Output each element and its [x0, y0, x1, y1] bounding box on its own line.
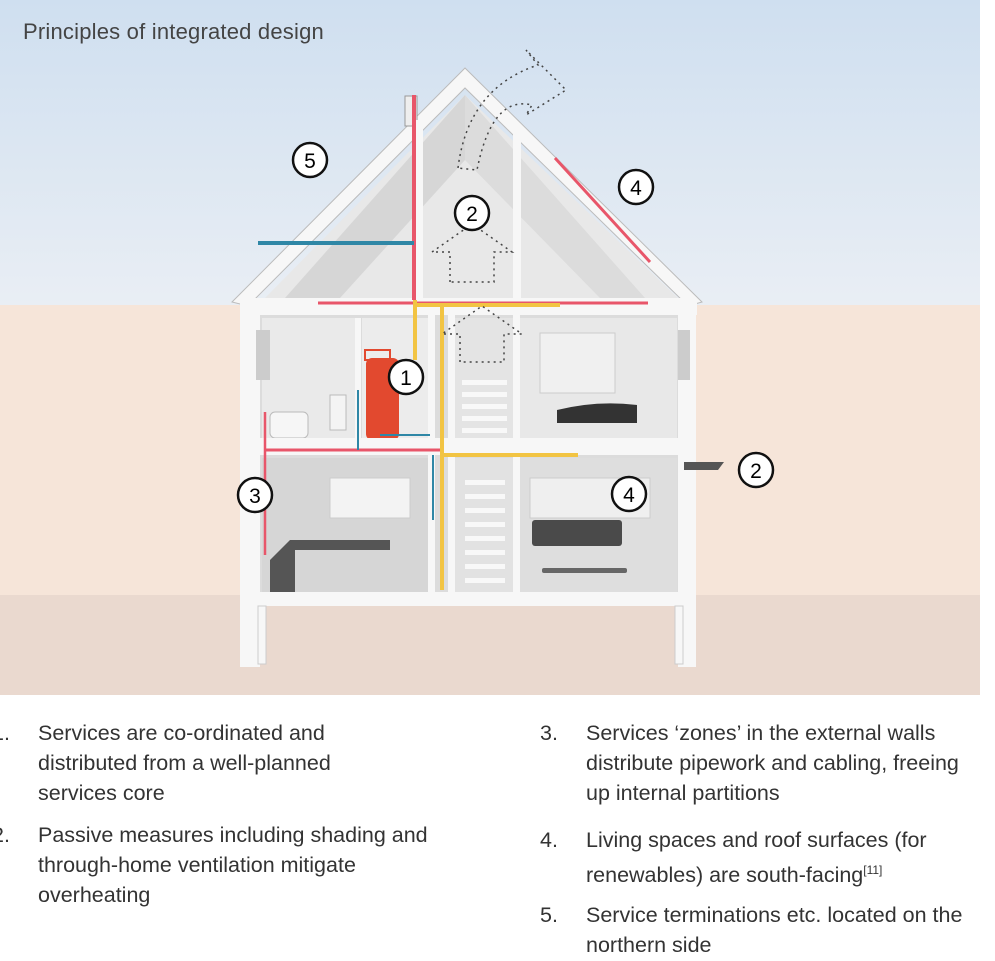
marker-1: 1 — [387, 358, 425, 396]
svg-text:2: 2 — [750, 460, 762, 483]
svg-text:4: 4 — [623, 484, 635, 507]
svg-text:3: 3 — [249, 485, 261, 508]
svg-text:1: 1 — [400, 367, 412, 390]
marker-3: 3 — [236, 476, 274, 514]
legend-item-4-text: Living spaces and roof surfaces (for ren… — [586, 828, 927, 888]
marker-2-roof: 2 — [453, 194, 491, 232]
diagram-title: Principles of integrated design — [23, 19, 324, 44]
marker-5: 5 — [291, 141, 329, 179]
markers: 5 2 4 1 2 3 4 — [236, 141, 775, 514]
svg-text:4: 4 — [630, 177, 642, 200]
citation: [11] — [863, 863, 883, 877]
svg-text:5: 5 — [304, 150, 316, 173]
ground-band — [0, 595, 980, 695]
airflow-arrows — [429, 49, 568, 363]
marker-4-roof: 4 — [617, 168, 655, 206]
marker-2-shade: 2 — [737, 451, 775, 489]
marker-4-living: 4 — [610, 475, 648, 513]
svg-text:2: 2 — [466, 203, 478, 226]
